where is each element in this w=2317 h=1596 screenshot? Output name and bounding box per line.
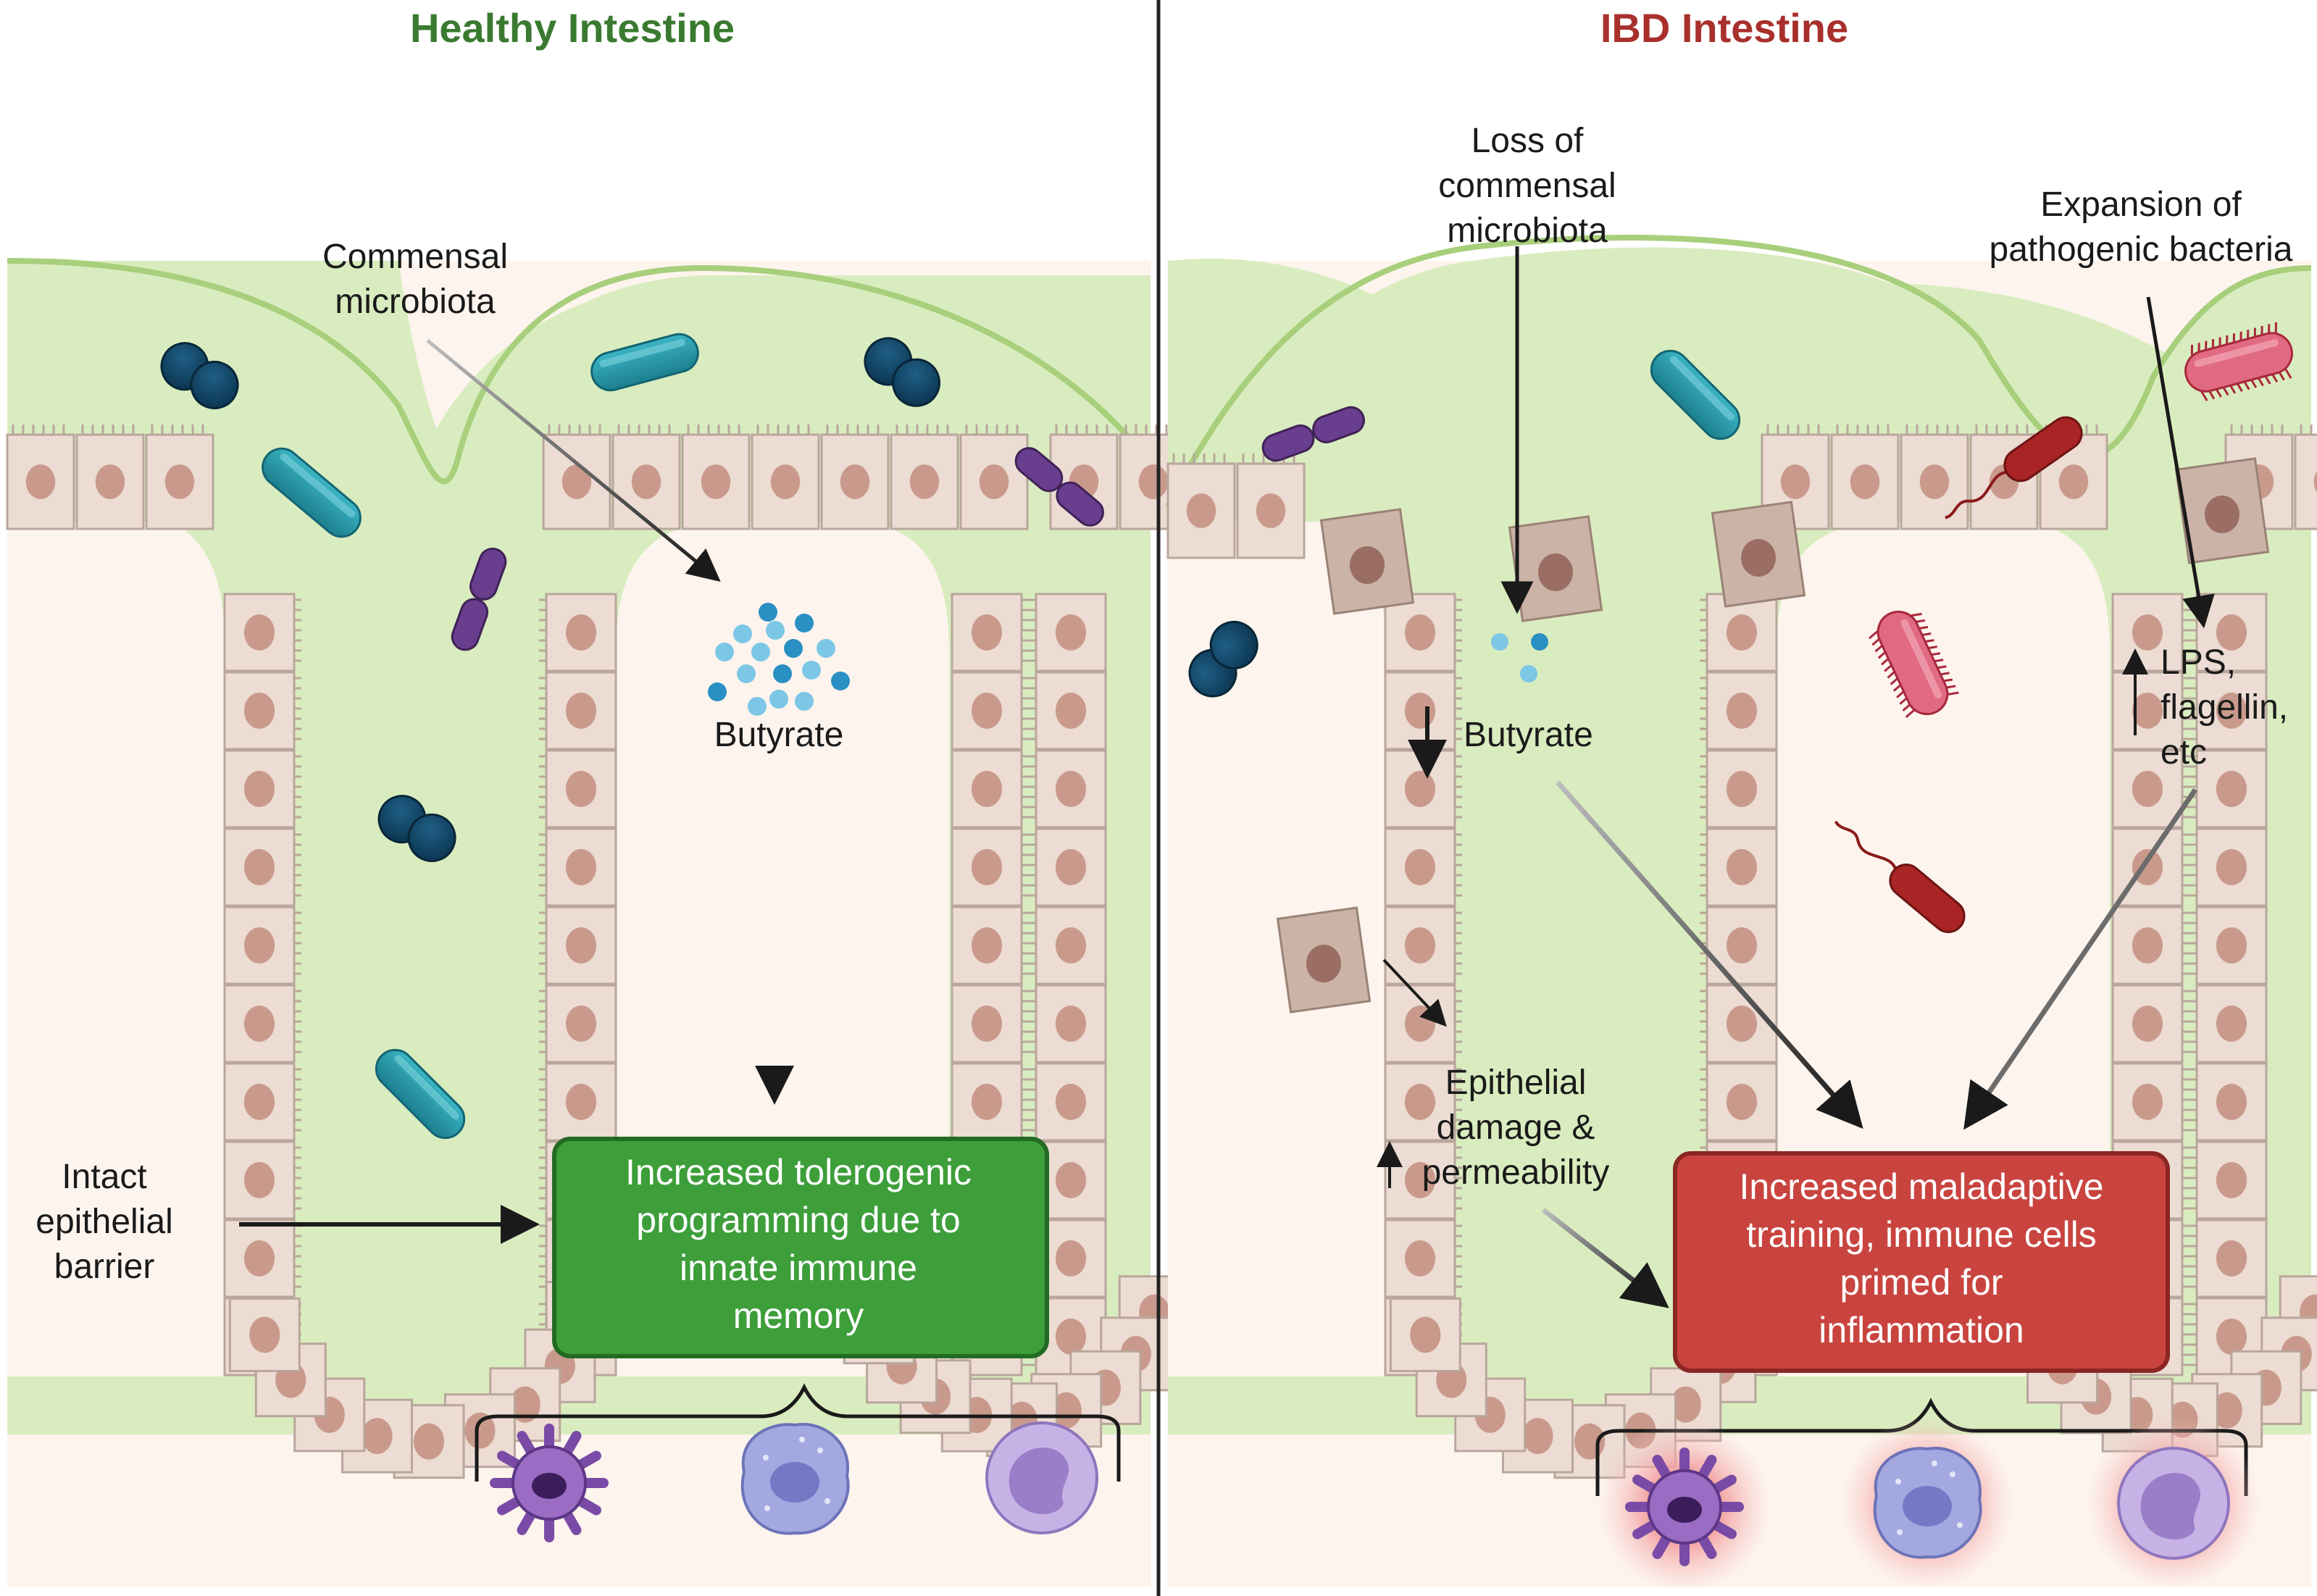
- rod-bacterium-icon: [375, 1048, 466, 1140]
- diplococcus-icon: [377, 795, 456, 862]
- butyrate-molecule: [784, 639, 803, 658]
- butyrate-molecule: [751, 643, 770, 661]
- butyrate-molecule: [773, 664, 792, 683]
- butyrate-molecule: [769, 690, 788, 709]
- diplococcus-icon: [864, 337, 941, 407]
- butyrate-molecule: [1520, 665, 1537, 682]
- rod-bacterium-icon: [590, 333, 699, 392]
- damage-to-maladaptive-arrow: [1541, 1208, 1669, 1308]
- chain-bacterium-icon: [1261, 406, 1366, 462]
- monocyte-icon: [2117, 1447, 2230, 1560]
- butyrate-molecule: [1491, 633, 1508, 651]
- healthy-title: Healthy Intestine: [410, 5, 735, 51]
- tolerogenic-box: [552, 1137, 1049, 1358]
- lps-label: LPS,flagellin,etc: [2161, 643, 2288, 772]
- ibd-immune-brace: [1595, 1397, 2248, 1496]
- butyrate-molecule: [795, 692, 814, 711]
- butyrate-molecule: [748, 697, 767, 716]
- chain-bacterium-icon: [1014, 447, 1104, 527]
- butyrate-molecule: [1531, 633, 1548, 651]
- ibd-title: IBD Intestine: [1600, 5, 1848, 51]
- diplococcus-icon: [1188, 620, 1258, 698]
- pathogenic-bacterium-icon: [1869, 610, 1959, 719]
- pathogenic-bacterium-icon: [2184, 322, 2293, 401]
- butyrate-molecule: [766, 621, 785, 640]
- butyrate-molecule: [802, 661, 821, 680]
- rod-bacterium-icon: [1650, 349, 1741, 440]
- macrophage-icon: [1873, 1447, 1982, 1559]
- butyrate-molecule: [733, 624, 752, 643]
- butyrate-label: Butyrate: [714, 716, 844, 754]
- macrophage-icon: [740, 1423, 850, 1535]
- lps-to-maladaptive-arrow: [1963, 788, 2197, 1130]
- dendritic-cell-icon: [490, 1424, 609, 1542]
- butyrate-molecule: [737, 664, 756, 683]
- butyrate-molecule: [715, 643, 734, 661]
- diplococcus-icon: [160, 342, 239, 409]
- butyrate-molecule: [795, 614, 814, 632]
- ibd-butyrate-label: Butyrate: [1464, 716, 1593, 754]
- damage-cell-arrow: [1382, 958, 1447, 1027]
- butyrate-molecule: [759, 603, 777, 622]
- commensal-to-butyrate-arrow: [426, 339, 721, 582]
- dendritic-cell-icon: [1625, 1447, 1744, 1566]
- healthy-immune-brace: [475, 1383, 1121, 1482]
- butyrate-to-maladaptive-arrow: [1556, 780, 1863, 1129]
- flagellated-bacterium-icon: [1945, 416, 2083, 519]
- maladaptive-box: [1673, 1151, 2170, 1373]
- chain-bacterium-icon: [451, 547, 507, 651]
- butyrate-molecule: [817, 639, 835, 658]
- butyrate-molecule: [708, 682, 727, 701]
- butyrate-molecule: [831, 672, 850, 690]
- rod-bacterium-icon: [262, 447, 362, 538]
- monocyte-icon: [985, 1421, 1098, 1534]
- expansion-to-lps-arrow: [2146, 296, 2215, 629]
- flagellated-bacterium-icon: [1834, 820, 1966, 933]
